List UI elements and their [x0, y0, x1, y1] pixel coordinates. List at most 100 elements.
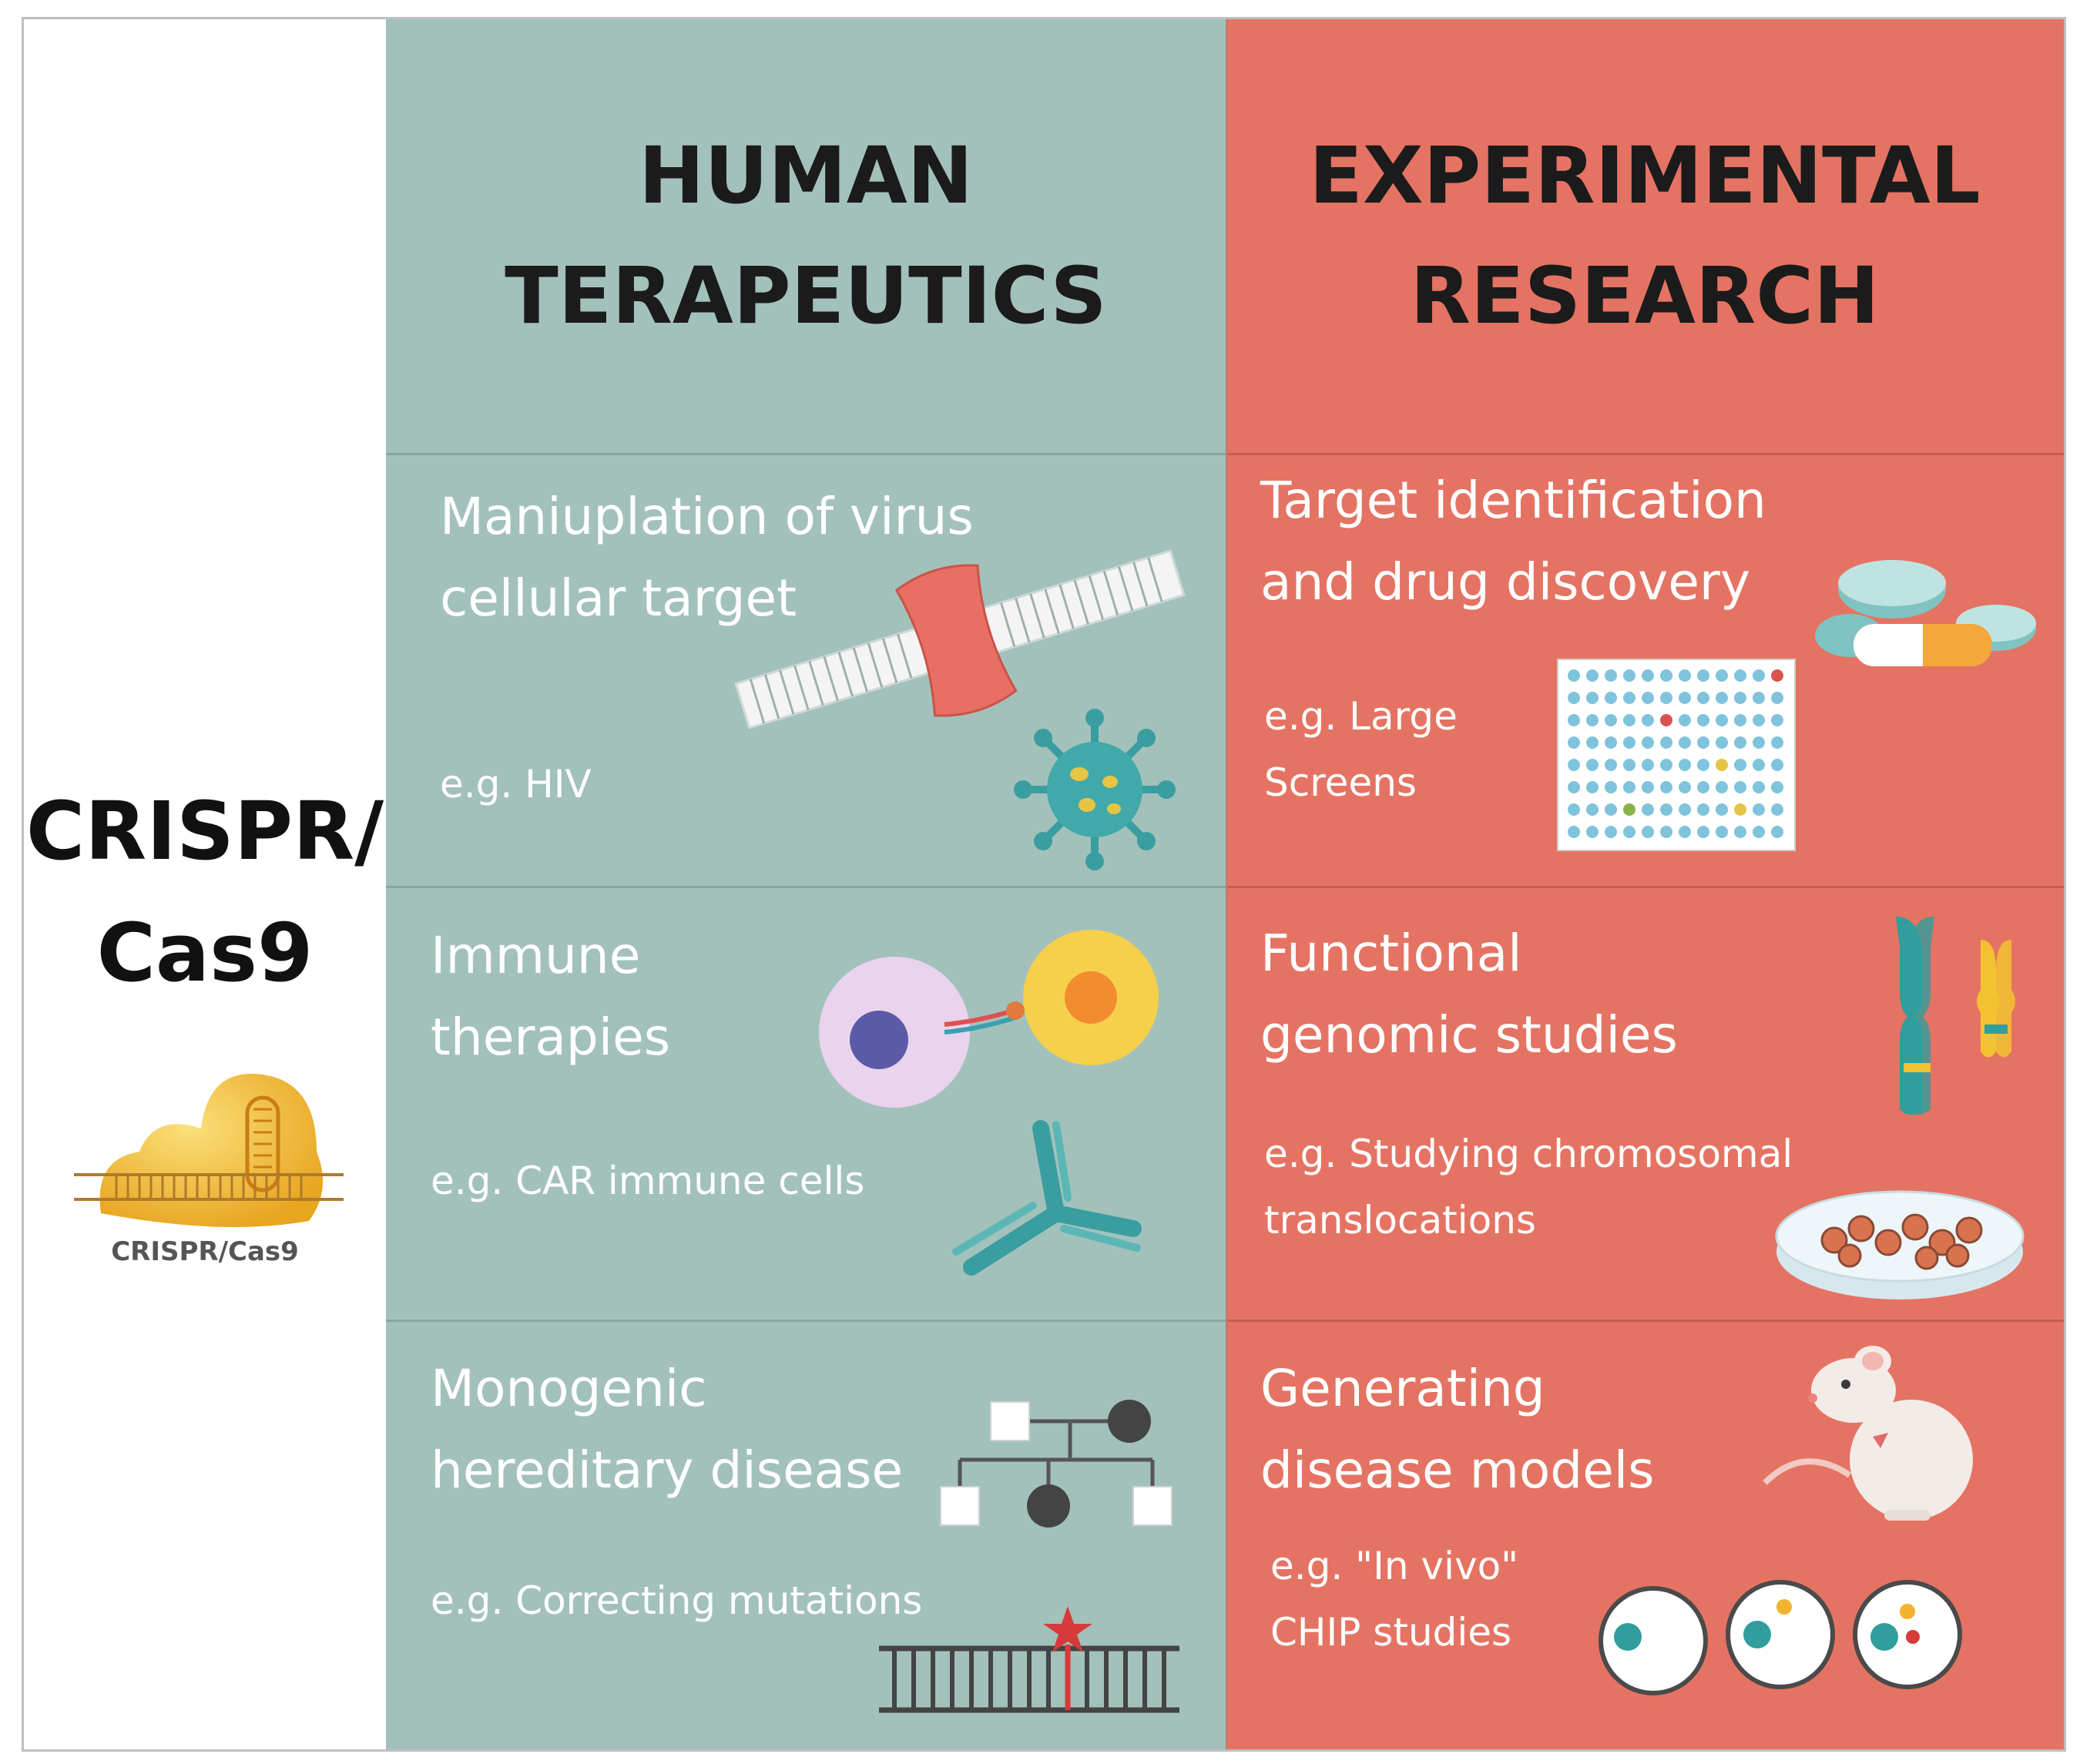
mouse-icon	[1763, 1346, 1973, 1521]
pills-icon	[1815, 560, 2036, 666]
well	[1642, 781, 1654, 793]
well	[1753, 759, 1765, 771]
well	[1734, 692, 1746, 704]
cell-title-immune-therapies: Immune therapies	[431, 926, 671, 1067]
well	[1586, 736, 1599, 749]
well	[1734, 803, 1746, 816]
well	[1679, 714, 1691, 726]
well	[1660, 736, 1672, 749]
well	[1660, 714, 1672, 726]
well	[1642, 759, 1654, 771]
well	[1734, 759, 1746, 771]
well	[1716, 736, 1728, 749]
well	[1697, 759, 1709, 771]
well	[1642, 669, 1654, 682]
well	[1679, 826, 1691, 838]
cell-title-virus-target: Maniuplation of virus cellular target	[440, 487, 974, 628]
cell-example-in-vivo: e.g. "In vivo" CHIP studies	[1270, 1544, 1519, 1655]
header-line-2: TERAPEUTICS	[505, 250, 1107, 342]
human-therapeutics-column: HUMAN TERAPEUTICS Maniuplation of virus …	[386, 19, 1226, 1749]
well	[1753, 692, 1765, 704]
row-divider	[386, 1320, 1226, 1322]
well	[1642, 714, 1654, 726]
row-divider	[1226, 453, 2064, 455]
well	[1642, 826, 1654, 838]
well	[1753, 781, 1765, 793]
column-header-human: HUMAN TERAPEUTICS	[386, 19, 1226, 453]
well	[1771, 669, 1783, 682]
well	[1697, 803, 1709, 816]
cell-example-hiv: e.g. HIV	[440, 762, 592, 807]
well	[1697, 714, 1709, 726]
well	[1679, 781, 1691, 793]
well	[1771, 736, 1783, 749]
well	[1605, 759, 1617, 771]
well	[1753, 714, 1765, 726]
well	[1623, 803, 1635, 816]
well	[1642, 692, 1654, 704]
chromosomes-icon	[1896, 917, 2015, 1115]
antibody-icon	[952, 1120, 1142, 1276]
well	[1716, 759, 1728, 771]
well	[1716, 826, 1728, 838]
well	[1568, 826, 1580, 838]
well	[1586, 759, 1599, 771]
well	[1568, 759, 1580, 771]
row-divider	[1226, 886, 2064, 888]
well	[1771, 803, 1783, 816]
well	[1642, 736, 1654, 749]
dna-mutation-icon	[879, 1606, 1179, 1713]
well	[1697, 781, 1709, 793]
well	[1679, 692, 1691, 704]
well	[1623, 781, 1635, 793]
well	[1586, 692, 1599, 704]
cell-example-car: e.g. CAR immune cells	[431, 1159, 865, 1203]
well	[1623, 714, 1635, 726]
well	[1660, 759, 1672, 771]
crispr-cas9-title: CRISPR/ Cas9	[24, 770, 386, 1014]
row-divider	[386, 453, 1226, 455]
well	[1771, 714, 1783, 726]
well	[1734, 781, 1746, 793]
well	[1568, 736, 1580, 749]
cas9-logo-caption: CRISPR/Cas9	[111, 1236, 299, 1267]
well	[1734, 714, 1746, 726]
well	[1716, 781, 1728, 793]
well	[1734, 736, 1746, 749]
well	[1623, 736, 1635, 749]
cas9-protein-icon	[74, 1073, 344, 1227]
column-header-research: EXPERIMENTAL RESEARCH	[1226, 19, 2064, 453]
well	[1623, 692, 1635, 704]
well	[1586, 669, 1599, 682]
well	[1716, 803, 1728, 816]
well	[1623, 826, 1635, 838]
immune-cells-icon	[819, 930, 1159, 1108]
well	[1660, 826, 1672, 838]
well	[1568, 714, 1580, 726]
well	[1605, 714, 1617, 726]
row-divider	[1226, 1320, 2064, 1322]
title-line-1: CRISPR/	[25, 784, 384, 878]
well	[1623, 669, 1635, 682]
well	[1660, 803, 1672, 816]
well	[1605, 826, 1617, 838]
well	[1568, 781, 1580, 793]
diagram-frame: CRISPR/ Cas9	[22, 17, 2066, 1752]
cell-title-monogenic-disease: Monogenic hereditary disease	[431, 1359, 904, 1500]
well	[1623, 759, 1635, 771]
well	[1771, 781, 1783, 793]
well	[1753, 736, 1765, 749]
well	[1586, 714, 1599, 726]
well	[1697, 669, 1709, 682]
well	[1771, 826, 1783, 838]
column-divider	[1226, 19, 1228, 1749]
header-line-1: EXPERIMENTAL	[1309, 129, 1981, 222]
well	[1716, 714, 1728, 726]
well	[1586, 803, 1599, 816]
well	[1679, 736, 1691, 749]
well	[1771, 692, 1783, 704]
well	[1753, 669, 1765, 682]
cell-example-large-screens: e.g. Large Screens	[1264, 694, 1458, 805]
well	[1679, 759, 1691, 771]
well	[1697, 692, 1709, 704]
